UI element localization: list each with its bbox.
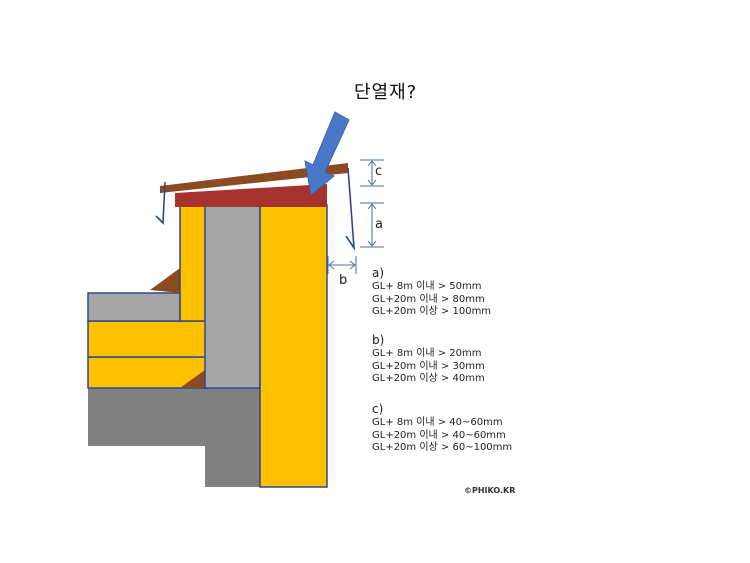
slab-step <box>205 446 260 487</box>
section-label: c) <box>372 402 384 416</box>
exterior-insulation <box>259 204 328 488</box>
parapet-top-membrane <box>175 184 327 207</box>
coping-drip-left <box>155 181 166 225</box>
dimension-label-c: c <box>375 164 383 179</box>
section-label: b) <box>372 333 385 347</box>
dimension-a <box>360 202 384 248</box>
parapet-concrete-wall <box>204 204 261 389</box>
pointer-arrow <box>304 111 350 196</box>
dimension-b <box>327 256 357 274</box>
section-line: GL+ 8m 이내 > 40~60mm <box>372 417 503 428</box>
dimension-label-b: b <box>339 273 348 288</box>
dimension-label-a: a <box>375 217 383 232</box>
section-line: GL+20m 이상 > 60~100mm <box>372 442 513 453</box>
requirement-section-b: b) GL+ 8m 이내 > 20mm GL+20m 이내 > 30mm GL+… <box>372 333 485 386</box>
section-line: GL+20m 이내 > 30mm <box>372 360 485 372</box>
metal-coping <box>160 163 348 193</box>
requirement-section-a: a) GL+ 8m 이내 > 50mm GL+20m 이내 > 80mm GL+… <box>372 266 491 319</box>
section-line: GL+20m 이상 > 40mm <box>372 373 485 384</box>
section-line: GL+20m 이내 > 80mm <box>372 293 485 305</box>
requirement-section-c: c) GL+ 8m 이내 > 40~60mm GL+20m 이내 > 40~60… <box>372 402 512 455</box>
section-line: GL+20m 이내 > 40~60mm <box>372 429 506 441</box>
slab-base <box>88 388 260 446</box>
roof-board <box>87 292 181 322</box>
dimension-c <box>360 159 384 187</box>
parapet-insulation-inner <box>179 204 209 322</box>
membrane-fill-left <box>150 268 180 293</box>
section-label: a) <box>372 266 385 280</box>
section-line: GL+ 8m 이내 > 50mm <box>372 281 482 292</box>
section-line: GL+ 8m 이내 > 20mm <box>372 348 482 359</box>
credit-watermark: ©PHIKO.KR <box>464 486 516 495</box>
membrane-fill-corner <box>180 370 205 388</box>
diagram-title: 단열재? <box>354 82 418 103</box>
section-line: GL+20m 이상 > 100mm <box>372 306 492 317</box>
coping-drip-right <box>345 167 356 251</box>
roof-insulation-upper <box>87 320 209 358</box>
